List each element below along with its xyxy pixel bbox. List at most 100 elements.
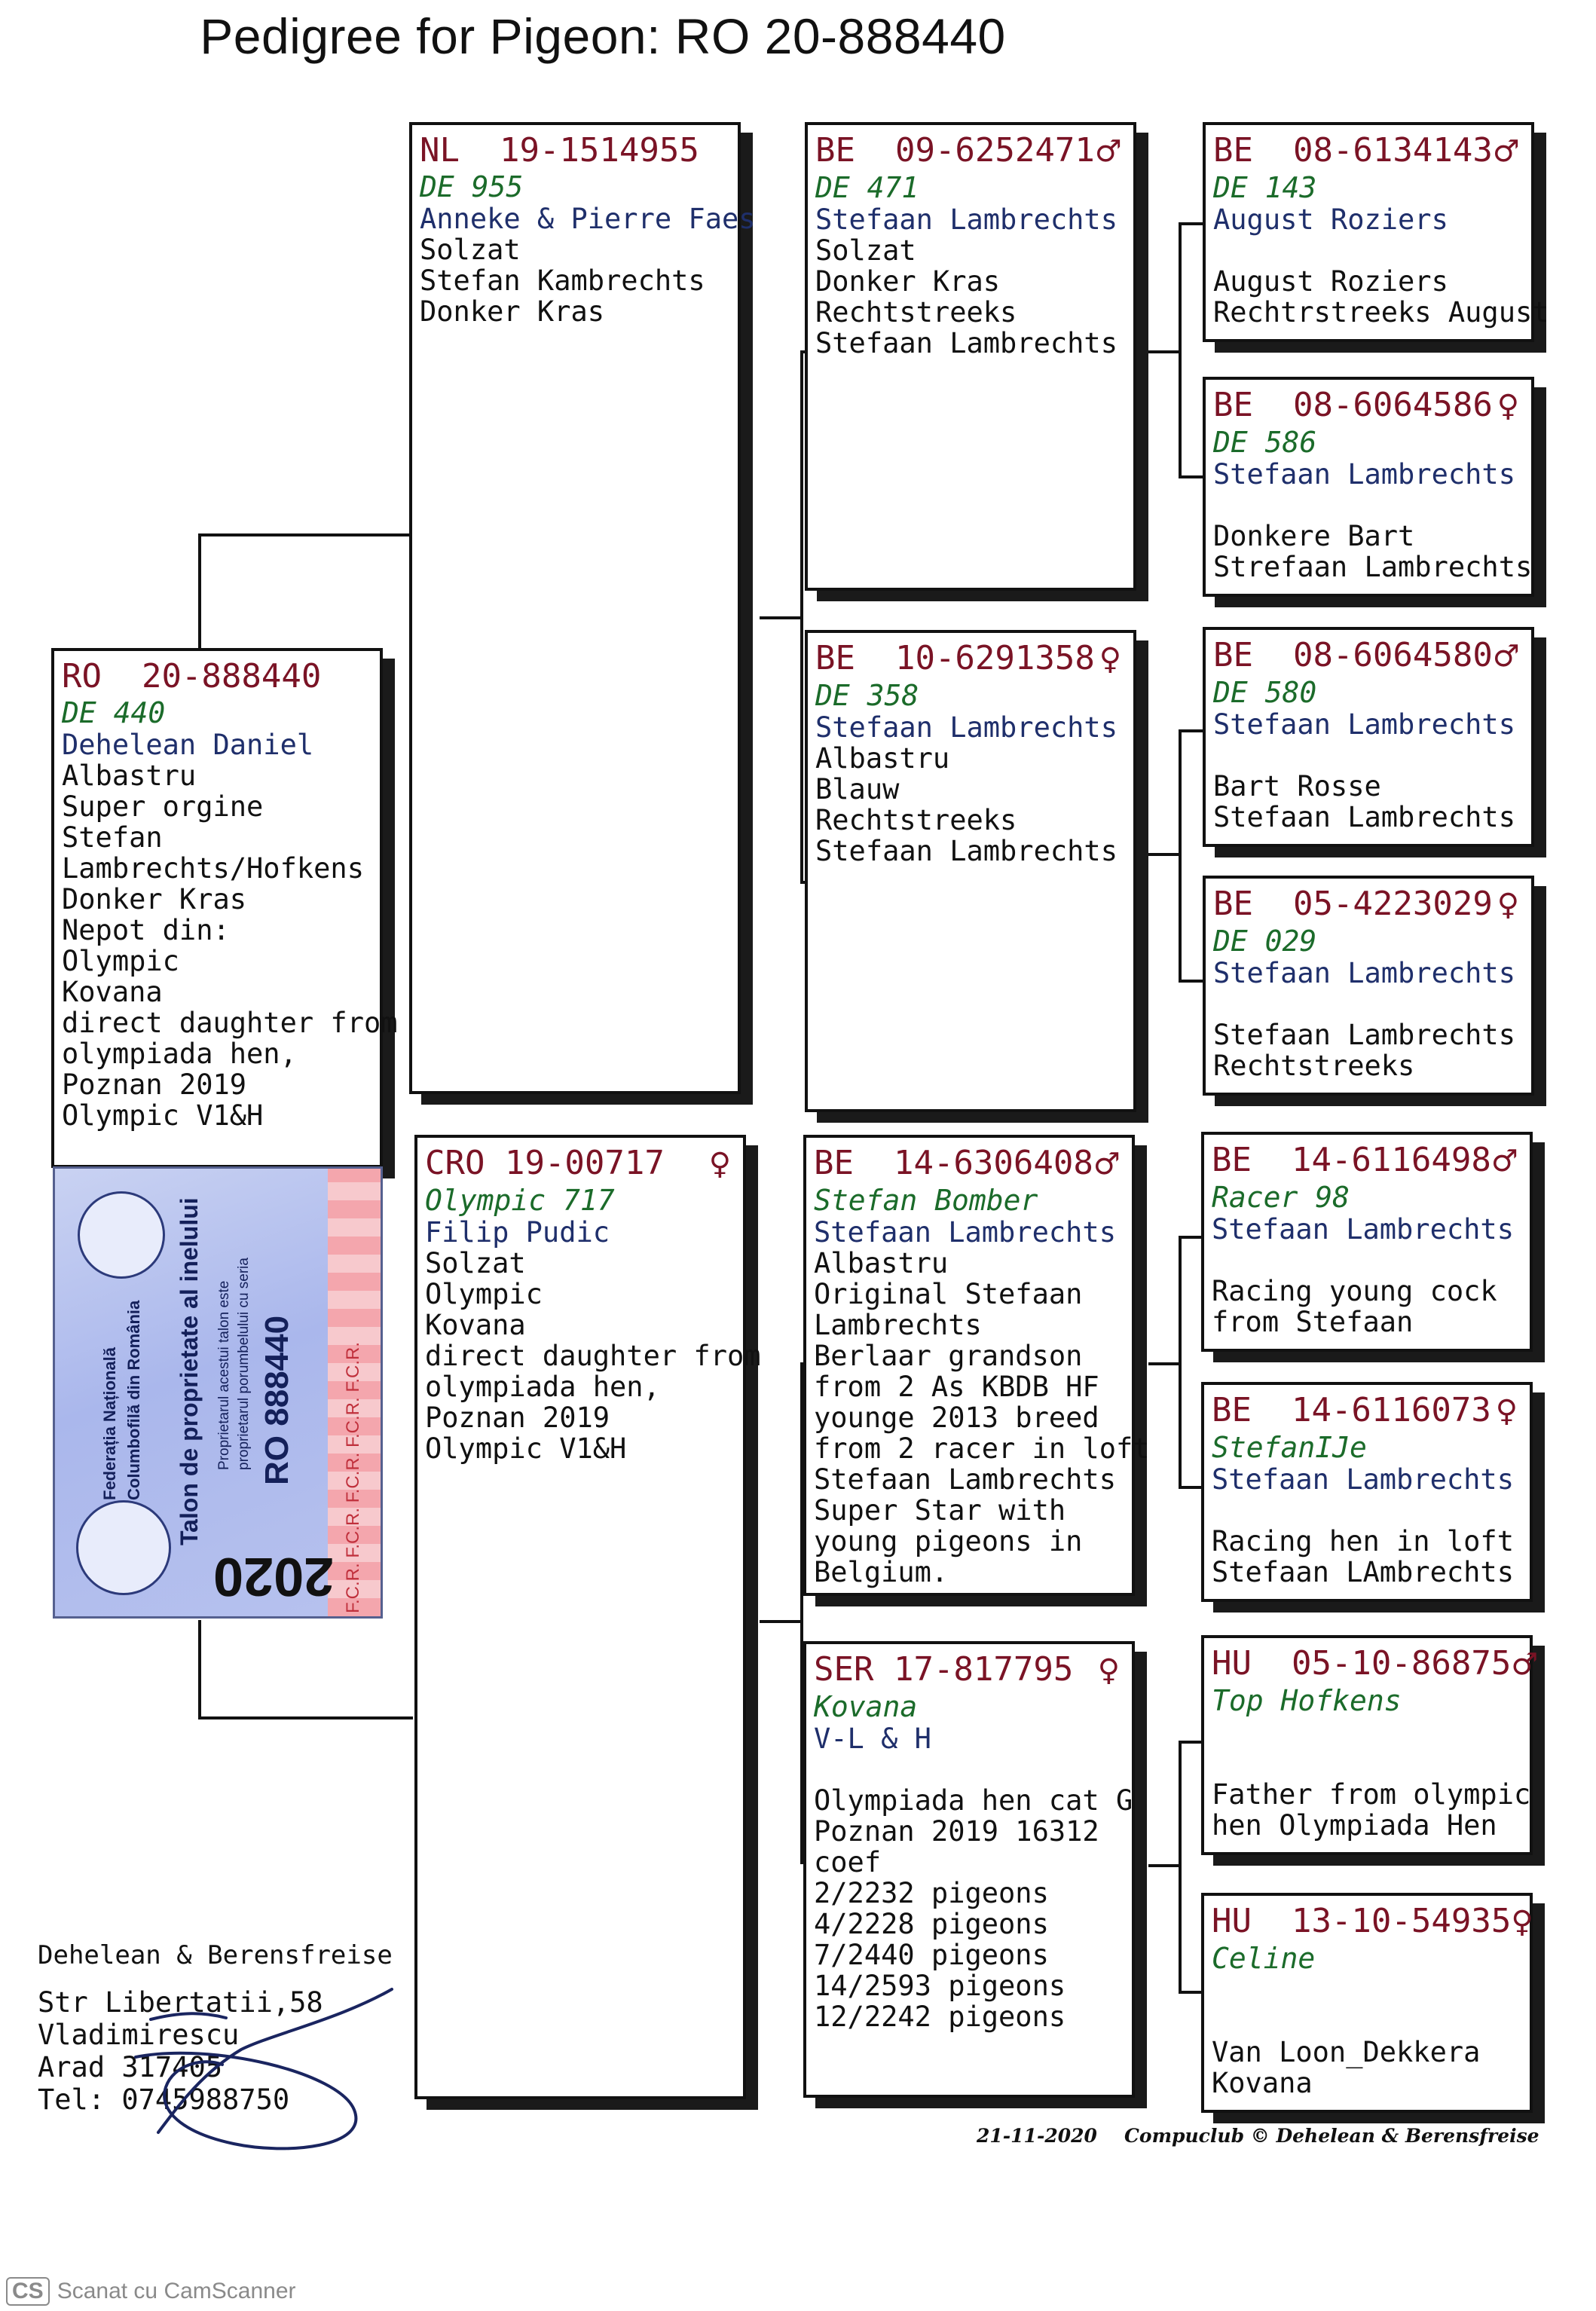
pigeon-detail: Super Star with — [814, 1494, 1066, 1527]
pigeon-detail: 12/2242 pigeons — [814, 2001, 1066, 2033]
pigeon-card-sdd[interactable]: BE 05-4223029♀ DE 029 Stefaan Lambrechts… — [1203, 876, 1534, 1096]
pigeon-detail: August Roziers — [1213, 265, 1448, 298]
connector-line — [800, 350, 803, 884]
pigeon-detail: Albastru — [815, 742, 950, 775]
ring-number-text: SER 17-817795 — [814, 1650, 1074, 1689]
pigeon-name: DE 440 — [62, 696, 166, 729]
pigeon-card-sire[interactable]: NL 19-1514955 DE 955 Anneke & Pierre Fae… — [409, 122, 756, 1094]
address-city: Vladimirescu — [38, 2019, 240, 2051]
signature-icon — [134, 1988, 393, 2151]
pigeon-card-dam[interactable]: CRO 19-00717♀ Olympic 717 Filip Pudic So… — [414, 1135, 761, 2099]
pigeon-detail: direct daughter from — [62, 1007, 398, 1039]
sex-icon: ♂ — [1492, 134, 1520, 169]
ring-number-text: BE 08-6064586 — [1213, 386, 1493, 424]
pigeon-name: DE 955 — [420, 170, 524, 203]
pigeon-detail: Blauw — [815, 773, 900, 805]
ring-number-text: NL 19-1514955 — [420, 131, 699, 170]
scanner-text: Scanat cu CamScanner — [57, 2279, 296, 2303]
ring-number: SER 17-817795♀ — [814, 1650, 1124, 1690]
connector-line — [198, 1716, 413, 1719]
pigeon-card-dam-sire[interactable]: BE 14-6306408♂ Stefan Bomber Stefaan Lam… — [803, 1135, 1150, 1596]
card-stripe-text: F.C.R. F.C.R. F.C.R. F.C.R. F.C.R. — [343, 1341, 363, 1613]
sex-icon: ♀ — [1497, 888, 1519, 922]
federation-seal-icon — [76, 1500, 171, 1595]
connector-line — [1179, 729, 1212, 732]
pigeon-detail: Berlaar grandson — [814, 1340, 1083, 1372]
pigeon-owner: Stefaan Lambrechts — [815, 711, 1118, 744]
spacer — [814, 1754, 1124, 1785]
ring-number: NL 19-1514955 — [420, 131, 730, 170]
pigeon-detail: 2/2232 pigeons — [814, 1877, 1049, 1909]
card-title: Talon de proprietate al inelului — [176, 1197, 203, 1545]
pigeon-detail: Solzat — [420, 234, 521, 266]
pigeon-name: DE 143 — [1213, 171, 1317, 204]
pigeon-detail: younge 2013 breed — [814, 1402, 1099, 1434]
print-date: 21-11-2020 — [977, 2125, 1097, 2147]
pigeon-card-dam-dam[interactable]: SER 17-817795♀ Kovana V-L & H Olympiada … — [803, 1641, 1135, 2098]
pigeon-card-subject[interactable]: RO 20-888440 DE 440 Dehelean Daniel Alba… — [51, 648, 398, 1168]
pigeon-name: Kovana — [814, 1690, 918, 1723]
pigeon-detail: Poznan 2019 — [62, 1068, 247, 1101]
pigeon-detail: direct daughter from — [425, 1340, 761, 1372]
pigeon-detail: 14/2593 pigeons — [814, 1970, 1066, 2002]
pigeon-name: DE 586 — [1213, 426, 1317, 459]
connector-line — [1179, 1236, 1182, 1489]
pigeon-detail: Olympic — [62, 945, 179, 977]
pigeon-detail: young pigeons in — [814, 1525, 1083, 1557]
pigeon-detail: Original Stefaan — [814, 1278, 1083, 1310]
connector-line — [1179, 1486, 1212, 1489]
pigeon-card-dsd[interactable]: BE 14-6116073♀ StefanIJe Stefaan Lambrec… — [1201, 1382, 1533, 1602]
ring-number: BE 08-6064586♀ — [1213, 386, 1524, 426]
pigeon-name: Racer 98 — [1212, 1181, 1350, 1214]
spacer — [1212, 2006, 1522, 2037]
pigeon-card-sire-sire[interactable]: BE 09-6252471♂ DE 471 Stefaan Lambrechts… — [805, 122, 1136, 591]
pigeon-detail: Rechtrstreeks August — [1213, 296, 1549, 329]
pigeon-detail: Rechtstreeks — [815, 804, 1017, 836]
breeder-name: Dehelean & Berensfreise — [38, 1940, 393, 1970]
pigeon-card-dds[interactable]: HU 05-10-86875♂ Top Hofkens Father from … — [1201, 1635, 1538, 1855]
scanner-watermark: CS Scanat cu CamScanner — [6, 2277, 296, 2306]
sex-icon: ♀ — [1099, 642, 1121, 677]
pigeon-detail: Olympic V1&H — [62, 1099, 264, 1132]
pigeon-card-dss[interactable]: BE 14-6116498♂ Racer 98 Stefaan Lambrech… — [1201, 1132, 1533, 1352]
pigeon-owner: Stefaan Lambrechts — [1213, 708, 1515, 741]
sex-icon: ♂ — [1093, 1147, 1121, 1181]
pigeon-owner: Stefaan Lambrechts — [1212, 1213, 1514, 1246]
sex-icon: ♀ — [1495, 1394, 1518, 1429]
pigeon-card-sds[interactable]: BE 08-6064580♂ DE 580 Stefaan Lambrechts… — [1203, 627, 1534, 847]
pigeon-detail: Lambrechts — [814, 1309, 982, 1341]
pigeon-card-ssd[interactable]: BE 08-6064586♀ DE 586 Stefaan Lambrechts… — [1203, 377, 1534, 597]
ring-number-text: HU 13-10-54935 — [1212, 1902, 1512, 1940]
address-street: Str Libertatii,58 — [38, 1986, 323, 2019]
pigeon-owner: Stefaan Lambrechts — [814, 1216, 1116, 1249]
connector-line — [1179, 222, 1212, 225]
spacer — [1213, 235, 1524, 266]
pigeon-card-sire-dam[interactable]: BE 10-6291358♀ DE 358 Stefaan Lambrechts… — [805, 630, 1136, 1112]
pigeon-detail: from 2 As KBDB HF — [814, 1371, 1099, 1403]
card-subtitle-2: proprietarul porumbelului cu seria — [236, 1258, 252, 1470]
ring-number: CRO 19-00717♀ — [425, 1144, 735, 1184]
connector-line — [1179, 1236, 1212, 1239]
spacer — [1212, 1748, 1522, 1779]
pigeon-detail: Poznan 2019 — [425, 1402, 610, 1434]
pigeon-owner: V-L & H — [814, 1723, 931, 1755]
pigeon-detail: Olympiada hen cat G — [814, 1784, 1133, 1817]
pigeon-detail: Stefaan Lambrechts — [814, 1463, 1116, 1496]
ring-number-text: RO 20-888440 — [62, 657, 322, 695]
card-stripe: F.C.R. F.C.R. F.C.R. F.C.R. F.C.R. — [328, 1169, 381, 1616]
pigeon-detail: Donkere Bart — [1213, 520, 1415, 552]
ring-number: BE 14-6116073♀ — [1212, 1391, 1522, 1431]
pigeon-owner: Anneke & Pierre Faes — [420, 203, 756, 235]
connector-line — [760, 1620, 802, 1623]
pigeon-detail: Rechtstreeks — [1213, 1050, 1415, 1082]
pigeon-card-ddd[interactable]: HU 13-10-54935♀ Celine Van Loon_Dekkera … — [1201, 1893, 1533, 2113]
pigeon-detail: Super orgine — [62, 790, 264, 823]
connector-line — [1148, 1362, 1180, 1365]
card-federation: Federația Națională — [100, 1347, 119, 1500]
pigeon-detail: from Stefaan — [1212, 1306, 1414, 1338]
pigeon-card-sss[interactable]: BE 08-6134143♂ DE 143 August Roziers Aug… — [1203, 122, 1549, 342]
pigeon-detail: Kovana — [425, 1309, 526, 1341]
pigeon-name: DE 358 — [815, 679, 919, 712]
software-credit: Compuclub © Dehelean & Berensfreise — [1124, 2125, 1539, 2147]
spacer — [1212, 1245, 1522, 1276]
